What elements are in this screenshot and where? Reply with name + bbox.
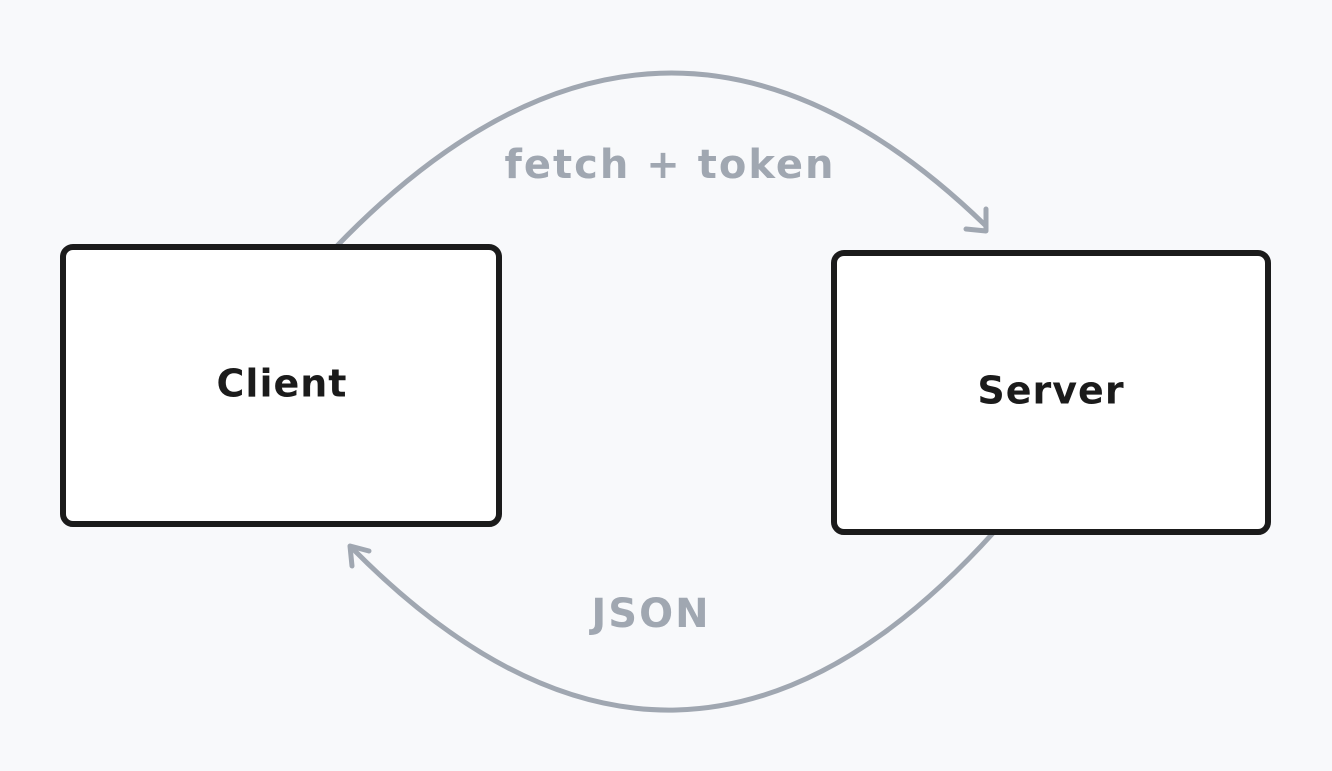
client-node: Client xyxy=(60,244,502,527)
request-label: fetch + token xyxy=(505,142,836,188)
client-label: Client xyxy=(217,362,348,406)
server-box xyxy=(831,250,1271,535)
response-arrowhead xyxy=(347,543,372,569)
client-box xyxy=(60,244,502,527)
server-node: Server xyxy=(831,250,1271,535)
request-arrowhead xyxy=(963,206,989,234)
response-arrow xyxy=(349,529,997,713)
request-arrow xyxy=(332,70,988,251)
server-label: Server xyxy=(977,369,1124,413)
response-label: JSON xyxy=(588,591,710,637)
